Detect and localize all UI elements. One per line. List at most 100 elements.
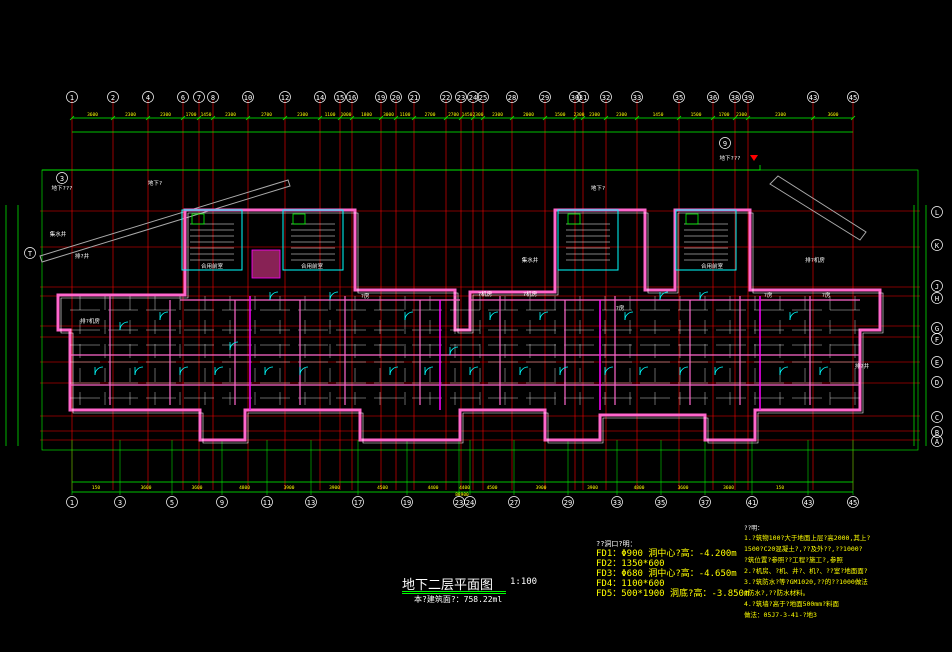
dim-tick [245,115,251,121]
dim-tick [196,115,202,121]
top-dim-text: 1450 [653,112,664,118]
axis-bubble-top-label: 21 [410,94,418,102]
opening-legend: ??洞口?明： FD1：Φ900 洞中心?高：-4.200m FD2：1350*… [596,540,749,599]
axis-bubble-right [931,376,943,388]
room-label: 地下??? [720,154,741,162]
axis-bubble-right-label: K [935,242,940,250]
axis-bubble-top-label: 43 [809,94,817,102]
room-label: 排?机房 [805,256,825,264]
axis-bubble-top-label: 15 [336,94,344,102]
dim-tick [710,115,716,121]
axis-bubble-bottom-label: 24 [466,499,474,507]
dim-tick [480,115,486,121]
axis-bubble-right [931,239,943,251]
axis-bubble-right [931,356,943,368]
axis-bubble-top [631,91,643,103]
axis-bubble-top-label: 24 [469,94,477,102]
axis-bubble-left [24,247,36,259]
axis-bubble-bottom [166,496,178,508]
room-label: 集水井 [522,256,539,264]
title-underline-thin [402,593,506,594]
axis-bubble-top-label: 33 [633,94,641,102]
axis-bubble-bottom-label: 35 [657,499,665,507]
dim-tick [378,115,384,121]
top-dim-text: 2300 [589,112,600,118]
note-line: 4.?筑墙?高于?地面500mm?料面 [744,600,840,608]
axis-bubble-top [142,91,154,103]
room-label: 地下? [591,184,605,192]
axis-bubble-bottom-label: 23 [455,499,463,507]
axis-bubble-right-label: C [935,414,939,422]
axis-bubble-top-label: 23 [457,94,465,102]
axis-bubble-top-label: 36 [709,94,717,102]
north-marker [750,155,758,161]
dim-tick [542,115,548,121]
legend-line-fd4: FD4：1100*600 [596,579,665,589]
bottom-dim-text: 4400 [459,485,470,491]
note-line: 做法：05J7-3-41-?地3 [744,611,817,619]
door-swing [559,366,569,376]
room-label: ?机房 [523,290,538,298]
top-dim-text: 1450 [462,112,473,118]
room-label: ?房 [616,304,625,312]
axis-bubble-top [467,91,479,103]
axis-bubble-top-label: 12 [281,94,289,102]
axis-bubble-bottom-label: 11 [263,499,271,507]
door-swing [489,311,499,321]
top-dim-text: 1450 [201,112,212,118]
axis-bubble-top [506,91,518,103]
elevator-box [292,213,306,225]
room-label: 地下? [148,179,162,187]
axis-bubble-bottom [401,496,413,508]
building-outline [56,208,882,442]
axis-bubble-top-label: 4 [146,94,150,102]
axis-bubble-bottom-label: 1 [70,499,74,507]
legend-line-fd2: FD2：1350*600 [596,559,665,569]
axis-bubble-top [477,91,489,103]
dim-tick [443,115,449,121]
note-line: 1.?筑物100?大于地面上层?高2000,其上? [744,534,871,542]
dim-tick [580,115,586,121]
door-swings [94,291,829,376]
axis-bubble-right-label: L [935,209,939,217]
axis-bubble-right-label: A [935,438,940,446]
axis-bubble-bottom [352,496,364,508]
axis-bubble-top [539,91,551,103]
door-swing [134,366,144,376]
axis-bubble-bottom [216,496,228,508]
dim-tick [603,115,609,121]
axis-bubble-top [279,91,291,103]
top-dim-text: 2300 [492,112,503,118]
axis-bubble-top [847,91,859,103]
top-dim-text: 1800 [361,112,372,118]
total-dim-text: 88900 [455,492,469,498]
stair-core [557,209,619,271]
stair-core [675,209,737,271]
note-line: 3.?筑防水?等?GM1020,??的??1000做法 [744,578,868,586]
axis-bubble-right-label: J [935,283,939,291]
axis-bubble-bottom-label: 3 [118,499,122,507]
axis-bubble-right [931,411,943,423]
room-label: 集水井 [50,230,67,238]
bottom-dim-text: 4800 [239,485,250,491]
top-dim-text: 1100 [400,112,411,118]
room-label: 排?井 [75,252,90,260]
axis-bubble-bottom [802,496,814,508]
axis-bubble-bottom-label: 41 [748,499,756,507]
axis-bubble-bottom [305,496,317,508]
door-swing [404,311,414,321]
door-swing [214,366,224,376]
axis-bubble-top-label: 14 [316,94,324,102]
top-dim-text: 3000 [383,112,394,118]
axis-bubble-bottom-label: 17 [354,499,362,507]
bottom-dim-text: 3600 [723,485,734,491]
top-dim-text: 2300 [616,112,627,118]
axis-bubble-bottom [746,496,758,508]
axis-bubble-top-label: 2 [111,94,115,102]
note-line: 2.?机房、?机、井?、机?、??室?地面面? [744,567,868,575]
top-dim-text: 2300 [574,112,585,118]
axis-bubble-bottom-label: 5 [170,499,174,507]
axis-bubble-9 [719,137,731,149]
elevator-box [191,213,205,225]
